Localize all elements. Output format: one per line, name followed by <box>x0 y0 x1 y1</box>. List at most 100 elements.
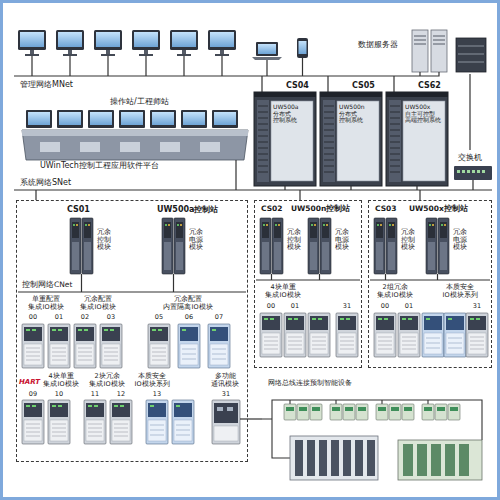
io-module <box>260 313 282 357</box>
field-device <box>330 404 342 420</box>
controller-module <box>260 218 271 274</box>
io-module <box>74 324 96 368</box>
control-station-region: CS01 UW500a控制站冗余 控制 模块冗余 电源 模块 <box>16 200 248 462</box>
screen <box>150 110 176 128</box>
monitor <box>170 30 198 56</box>
field-device <box>284 404 296 420</box>
power-module <box>320 218 331 274</box>
io-module <box>48 324 70 368</box>
power-module <box>426 218 437 274</box>
field-device-group: 网络总线连接预制智能设备 <box>262 376 492 488</box>
io-module <box>100 324 122 368</box>
slot-number: 01 <box>284 303 306 310</box>
field-device <box>448 404 460 420</box>
field-device <box>343 404 355 420</box>
slot-number: 07 <box>208 314 230 321</box>
controller-module <box>374 218 385 274</box>
switch-body <box>454 166 492 180</box>
node-text: CS01 <box>67 205 90 214</box>
io-module <box>178 324 200 368</box>
network-switch: 交换机 <box>452 150 494 186</box>
field-device <box>376 404 388 420</box>
controller-module: 冗余 控制 模块 <box>69 217 119 279</box>
group-label: 本质安全 IO模块系列 <box>132 373 172 389</box>
comm-module <box>212 400 240 444</box>
slot-number: 12 <box>110 391 132 398</box>
io-module <box>398 313 420 357</box>
screen <box>88 110 114 128</box>
node-text: CS03 <box>375 205 396 214</box>
console-top <box>22 130 248 136</box>
device-rack <box>290 436 378 480</box>
rack-units <box>458 46 484 62</box>
control-station-region: CS02UW500n控制站冗余 控制 模块冗余 电源 模块 <box>254 200 362 368</box>
node-text: CS02 <box>261 205 282 214</box>
node-text: UW500x控制站 <box>409 205 468 214</box>
slot-number: 00 <box>260 303 282 310</box>
rack-modules <box>403 444 469 476</box>
device-rack <box>398 440 482 480</box>
slot-number: 02 <box>74 314 96 321</box>
power-module: 冗余 电源 模块 <box>161 217 211 279</box>
mnet-bus <box>14 56 439 92</box>
group-label: 2块冗余 集成IO模块 <box>86 373 128 389</box>
power-module: 冗余 电源 模块 <box>425 217 471 279</box>
network-label: 控制网络CNet <box>22 281 72 290</box>
io-module <box>308 313 330 357</box>
field-device <box>310 404 322 420</box>
screen <box>181 110 207 128</box>
screen <box>26 110 52 128</box>
laptop-screen <box>256 42 278 56</box>
node-text: 网络总线连接预制智能设备 <box>268 379 352 387</box>
cabinet <box>386 92 448 186</box>
network-link <box>248 418 262 419</box>
data-server: 数据服务器 <box>358 24 488 74</box>
power-module <box>438 218 449 274</box>
screen <box>119 110 145 128</box>
power-module <box>162 218 173 274</box>
group-label: 冗余配置 内置隔离IO模块 <box>158 296 218 312</box>
slot-number: 09 <box>22 391 44 398</box>
node-text: UW500a控制站 <box>157 205 218 214</box>
node-text: 冗余 控制 模块 <box>287 229 301 252</box>
node-text: 冗余 控制 模块 <box>401 229 415 252</box>
field-device <box>402 404 414 420</box>
laptop-base <box>252 57 282 60</box>
console-desk <box>22 130 248 160</box>
group-label: 本质安全 IO模块系列 <box>440 284 480 300</box>
comm-stub <box>240 418 248 419</box>
monitor <box>18 30 46 56</box>
field-device <box>389 404 401 420</box>
monitor <box>132 30 160 56</box>
field-device <box>297 404 309 420</box>
field-device <box>435 404 447 420</box>
node-text: UW500n控制站 <box>291 205 350 214</box>
slot-number: 31 <box>212 391 240 398</box>
network-link <box>469 74 470 150</box>
monitor <box>94 30 122 56</box>
slot-number: 31 <box>466 303 488 310</box>
slot-number: 10 <box>48 391 70 398</box>
group-label: 4块单重 集成IO模块 <box>262 284 304 300</box>
cabinet <box>320 92 382 186</box>
io-module <box>208 324 230 368</box>
controller-module: 冗余 控制 模块 <box>373 217 419 279</box>
monitor <box>56 30 84 56</box>
io-module <box>48 400 70 444</box>
node-text: 操作站/工程师站 <box>110 97 169 106</box>
slot-number: 11 <box>84 391 106 398</box>
field-device <box>422 404 434 420</box>
safety-module <box>422 313 444 357</box>
cabinet <box>254 92 316 186</box>
cabinet: CS05UW500n 分布式 控制系统 <box>320 81 382 186</box>
node-text: CS62 <box>418 81 441 90</box>
switch-ports <box>457 170 485 173</box>
io-module <box>374 313 396 357</box>
slot-number: 00 <box>374 303 396 310</box>
node-text: UW500a 分布式 控制系统 <box>273 104 298 124</box>
slot-number: 05 <box>148 314 170 321</box>
